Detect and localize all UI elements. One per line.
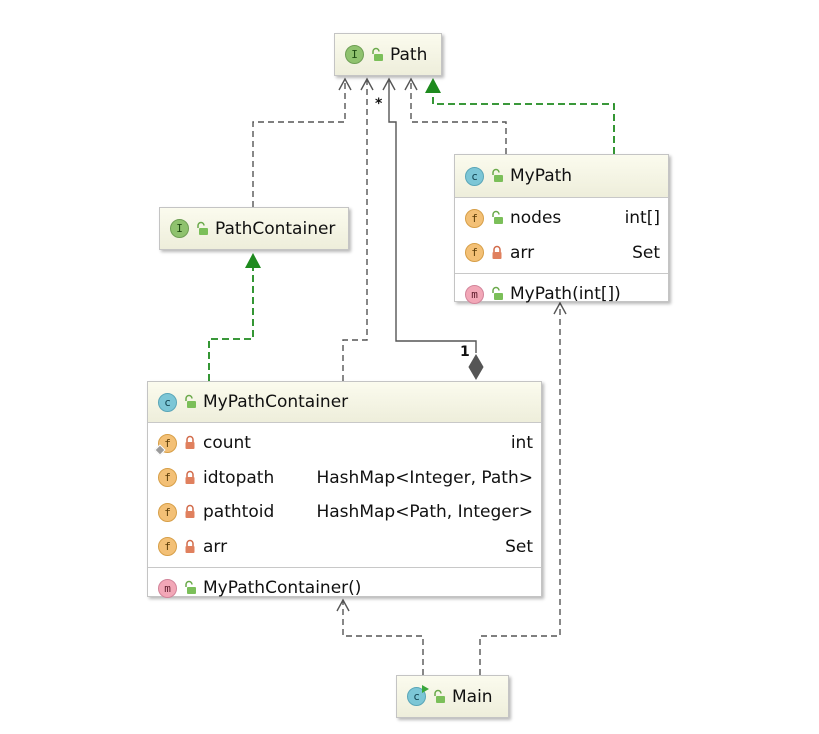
unlocked-padlock-icon — [492, 168, 503, 182]
field-type: HashMap<Integer, Path> — [316, 467, 533, 488]
method-signature: MyPathContainer() — [203, 578, 362, 599]
field-icon: f — [158, 537, 177, 557]
locked-padlock-icon — [185, 505, 195, 519]
field-type: int[] — [624, 208, 660, 229]
static-field-icon: f — [154, 433, 177, 456]
methods-section: m MyPathContainer() — [148, 567, 541, 609]
fields-section: f count int f idtopath HashMap<Integer, … — [148, 422, 541, 567]
node-header: I Path — [335, 34, 441, 75]
edge-composition-mypathcontainer-path — [388, 80, 477, 353]
class-name: PathContainer — [215, 218, 336, 239]
arrowhead-mypathcontainer-to-path — [360, 77, 374, 91]
pathcontainer-interface[interactable]: I PathContainer — [159, 207, 349, 250]
interface-icon: I — [170, 219, 189, 238]
field-name: idtopath — [203, 467, 275, 488]
field-type: Set — [632, 242, 660, 263]
node-header: c Main — [397, 676, 508, 717]
edge-pathcontainer-to-path — [252, 80, 346, 207]
unlocked-padlock-icon — [434, 689, 445, 703]
main-class[interactable]: c Main — [396, 675, 509, 718]
arrowhead-pathcontainer-to-path — [338, 77, 352, 91]
method-row[interactable]: m MyPath(int[]) — [455, 277, 668, 312]
node-header: c MyPathContainer — [148, 382, 541, 422]
field-icon: f — [158, 468, 177, 488]
node-header: I PathContainer — [160, 208, 348, 249]
field-icon: f — [465, 208, 484, 228]
composition-diamond — [468, 354, 484, 380]
arrowhead-composition-path — [382, 77, 396, 91]
field-row[interactable]: f pathtoid HashMap<Path, Integer> — [148, 495, 541, 530]
unlocked-padlock-icon — [492, 287, 503, 301]
static-marker-icon — [154, 444, 166, 456]
interface-icon: I — [345, 45, 364, 64]
method-signature: MyPath(int[]) — [510, 284, 621, 305]
field-row[interactable]: f arr Set — [148, 530, 541, 565]
unlocked-padlock-icon — [197, 221, 208, 235]
edge-mypath-to-path — [410, 80, 507, 154]
methods-section: m MyPath(int[]) — [455, 273, 668, 315]
field-row[interactable]: f idtopath HashMap<Integer, Path> — [148, 461, 541, 496]
edge-main-to-mypath — [479, 304, 561, 675]
class-name: MyPathContainer — [203, 392, 349, 412]
class-name: Main — [452, 686, 493, 707]
arrowhead-main-to-mypathcontainer — [336, 598, 350, 612]
unlocked-padlock-icon — [372, 47, 383, 61]
mypathcontainer-class[interactable]: c MyPathContainer f count int f idtopath… — [147, 381, 542, 598]
class-icon: c — [465, 166, 484, 186]
locked-padlock-icon — [185, 539, 195, 553]
method-icon: m — [158, 578, 177, 598]
edge-main-to-mypathcontainer — [342, 601, 424, 675]
field-name: pathtoid — [203, 502, 275, 523]
mypath-class[interactable]: c MyPath f nodes int[] f arr Set m MyPat… — [454, 154, 669, 304]
locked-padlock-icon — [492, 245, 502, 259]
run-marker-icon — [422, 685, 429, 693]
multiplicity-source: 1 — [460, 344, 470, 360]
arrowhead-mypath-implements-path — [425, 78, 441, 93]
field-type: HashMap<Path, Integer> — [316, 502, 533, 523]
class-icon: c — [158, 392, 177, 412]
unlocked-padlock-icon — [185, 581, 196, 595]
locked-padlock-icon — [185, 436, 195, 450]
unlocked-padlock-icon — [185, 394, 196, 408]
class-name: Path — [390, 44, 428, 65]
edge-mypath-implements-path — [432, 92, 615, 154]
arrowhead-main-to-mypath — [553, 301, 567, 315]
edge-mypathcontainer-to-path — [342, 80, 368, 381]
multiplicity-target: * — [375, 96, 383, 112]
edge-mypathcontainer-implements-pathcontainer — [208, 268, 254, 381]
field-row[interactable]: f count int — [148, 426, 541, 461]
field-row[interactable]: f arr Set — [455, 236, 668, 271]
field-name: count — [203, 433, 251, 454]
field-type: Set — [505, 536, 533, 557]
field-icon: f — [158, 502, 177, 522]
locked-padlock-icon — [185, 470, 195, 484]
path-interface[interactable]: I Path — [334, 33, 442, 76]
field-icon: f — [465, 243, 484, 263]
node-header: c MyPath — [455, 155, 668, 197]
unlocked-padlock-icon — [492, 211, 503, 225]
field-name: nodes — [510, 208, 562, 229]
field-name: arr — [203, 536, 228, 557]
field-name: arr — [510, 242, 535, 263]
method-icon: m — [465, 284, 484, 304]
arrowhead-mypathcontainer-implements-pathcontainer — [245, 253, 261, 268]
field-type: int — [510, 433, 533, 454]
field-row[interactable]: f nodes int[] — [455, 201, 668, 236]
method-row[interactable]: m MyPathContainer() — [148, 571, 541, 606]
arrowhead-mypath-to-path — [404, 77, 418, 91]
fields-section: f nodes int[] f arr Set — [455, 197, 668, 273]
runnable-class-icon: c — [407, 685, 429, 706]
class-name: MyPath — [510, 166, 573, 186]
